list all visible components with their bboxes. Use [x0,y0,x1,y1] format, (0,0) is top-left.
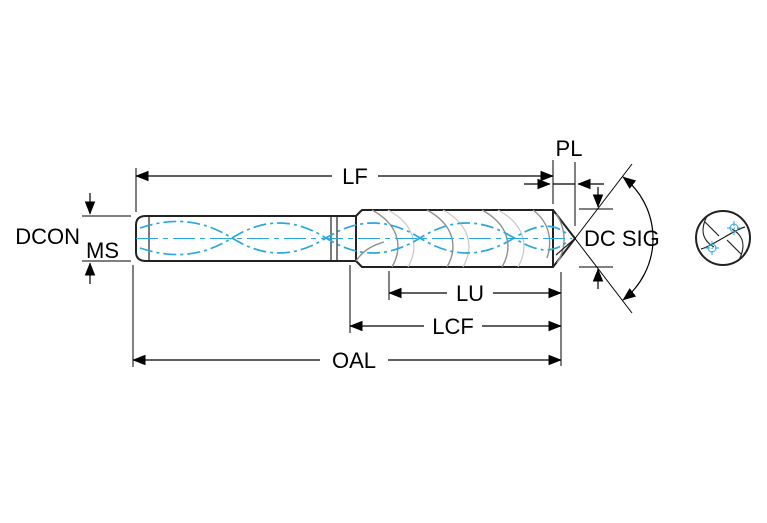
coolant-channel-2 [139,222,568,256]
coolant-channels [136,220,572,256]
label-lu: LU [456,281,484,306]
drill-end-view [695,210,751,266]
drill-flutes [355,209,554,268]
sigma-angle-arc [574,163,654,314]
label-ms: MS [86,238,119,263]
end-view-outline [695,210,751,266]
flute-spiral-1b [387,209,415,268]
dimension-dc-sig: DC SIG [574,163,660,314]
end-view-cutting-lip-2 [726,239,742,255]
flute-spiral-2b [442,209,470,268]
dimension-lu: LU [388,271,562,366]
end-view-chisel-curve [700,226,746,250]
dimension-lf: LF [135,160,554,212]
dimension-pl: PL [524,136,604,226]
flute-spiral-3b [497,209,525,268]
dimension-oal: OAL [132,265,562,373]
flute-spiral-3 [481,209,509,268]
label-pl: PL [556,136,583,161]
flute-spiral-1 [371,209,399,268]
sigma-arc [622,176,654,301]
label-dc-sig: DC SIG [584,226,660,251]
flute-spiral-4 [532,209,551,259]
flute-runout-curve [355,241,385,262]
dimension-lcf: LCF [349,265,562,339]
label-dcon: DCON [15,224,80,249]
sigma-edge-extension-bottom [574,238,633,314]
flute-spiral-2 [426,209,454,268]
point-cutting-edge [555,238,576,256]
drill-side-view [135,209,576,268]
end-view-cutting-lip-1 [704,221,720,237]
sigma-edge-extension-top [574,163,633,239]
label-lcf: LCF [432,314,474,339]
label-lf: LF [342,164,368,189]
dimension-dcon: DCON MS [15,193,131,284]
label-oal: OAL [332,348,376,373]
